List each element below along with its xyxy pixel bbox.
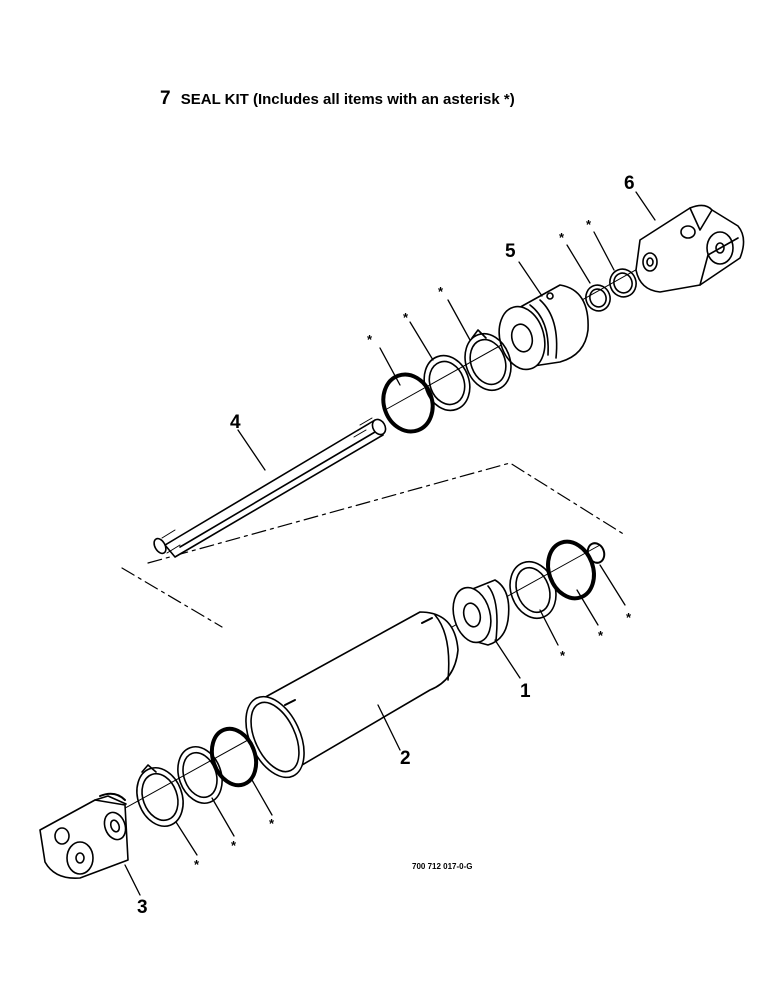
barrel-part-2: [245, 611, 459, 779]
kit-description: SEAL KIT (Includes all items with an ast…: [180, 91, 515, 108]
asterisk-marker: *: [231, 838, 237, 853]
callout-4: 4: [230, 412, 241, 433]
reference-frame: [121, 462, 626, 628]
callout-1: 1: [520, 681, 531, 702]
callout-6: 6: [624, 173, 635, 194]
asterisk-marker: *: [626, 610, 632, 625]
asterisk-marker: *: [403, 310, 409, 325]
callout-5: 5: [505, 241, 516, 262]
upper-small-seals: [585, 268, 637, 312]
piston-rod-part-4: [153, 417, 387, 558]
asterisk-marker: *: [438, 284, 444, 299]
clevis-part-3: [39, 792, 129, 879]
lower-left-seals: [136, 726, 259, 827]
asterisk-marker: *: [586, 217, 592, 232]
clevis-part-6: [635, 204, 745, 293]
asterisk-marker: *: [367, 332, 373, 347]
asterisk-marker: *: [598, 628, 604, 643]
leader-lines: [124, 191, 656, 896]
asterisk-markers: * * * * * * * * * * *: [194, 217, 632, 872]
drawing-number: 700 712 017-0-G: [412, 862, 473, 871]
asterisk-marker: *: [269, 816, 275, 831]
asterisk-marker: *: [560, 648, 566, 663]
kit-item-number: 7: [160, 88, 171, 109]
lower-right-seals: [509, 539, 606, 620]
callout-3: 3: [137, 897, 148, 918]
upper-seals: [381, 329, 512, 434]
piston-part-1: [452, 579, 510, 646]
callout-2: 2: [400, 748, 411, 769]
seal-kit-title: 7 SEAL KIT (Includes all items with an a…: [160, 88, 515, 110]
asterisk-marker: *: [194, 857, 200, 872]
gland-part-5: [498, 284, 589, 371]
asterisk-marker: *: [559, 230, 565, 245]
